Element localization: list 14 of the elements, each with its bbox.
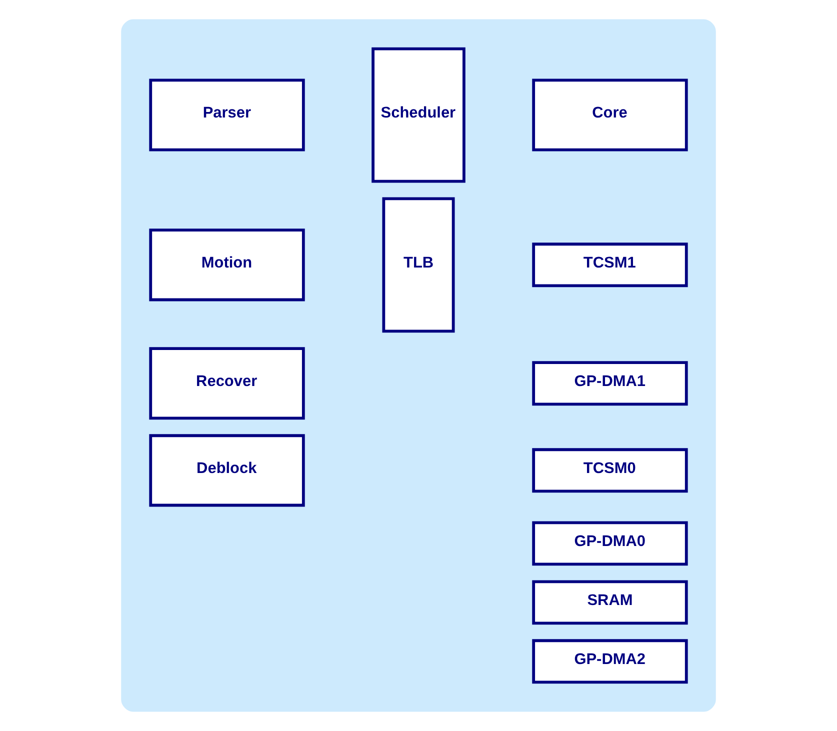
node-box: TCSM0 (532, 448, 688, 493)
node-box: Motion (149, 228, 305, 302)
node-box: Recover (149, 347, 305, 420)
node-box: GP-DMA2 (532, 639, 688, 684)
node-box: Core (532, 78, 688, 152)
node-box: Deblock (149, 434, 305, 507)
node-box: GP-DMA1 (532, 361, 688, 406)
node-box: Parser (149, 78, 305, 152)
node-box: TLB (382, 197, 455, 333)
node-box: SRAM (532, 580, 688, 625)
node-box: Scheduler (372, 47, 466, 183)
node-box: TCSM1 (532, 242, 688, 288)
node-box: GP-DMA0 (532, 521, 688, 566)
cluster (121, 19, 716, 712)
